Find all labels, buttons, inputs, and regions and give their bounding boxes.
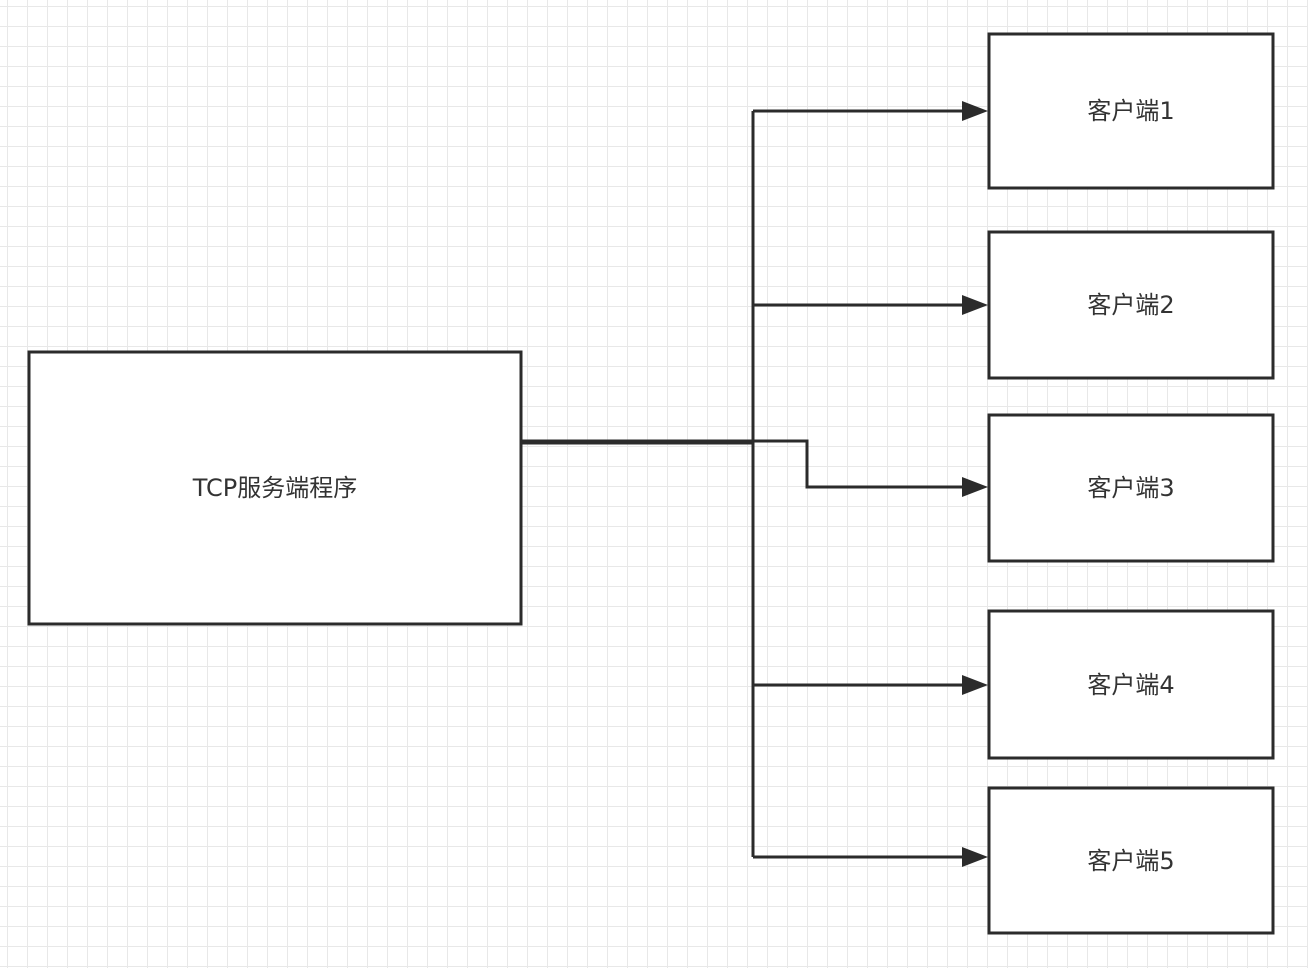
client-node-5[interactable]: 客户端5 <box>987 786 1275 935</box>
arrowhead-client-1 <box>962 101 988 121</box>
client-label-2: 客户端2 <box>1087 291 1174 319</box>
client-box-3[interactable] <box>987 413 1275 563</box>
server-label: TCP服务端程序 <box>192 474 357 502</box>
arrowhead-client-5 <box>962 847 988 867</box>
client-node-1[interactable]: 客户端1 <box>987 32 1275 190</box>
arrowhead-client-2 <box>962 295 988 315</box>
server-box[interactable] <box>27 350 523 626</box>
client-box-4[interactable] <box>987 609 1275 760</box>
client-node-2[interactable]: 客户端2 <box>987 230 1275 380</box>
client-node-4[interactable]: 客户端4 <box>987 609 1275 760</box>
client-label-3: 客户端3 <box>1087 474 1174 502</box>
client-label-1: 客户端1 <box>1087 97 1174 125</box>
arrowhead-client-4 <box>962 675 988 695</box>
server-node[interactable]: TCP服务端程序 <box>27 350 523 626</box>
client-box-5[interactable] <box>987 786 1275 935</box>
connectors <box>522 101 988 867</box>
client-label-5: 客户端5 <box>1087 847 1174 875</box>
client-label-4: 客户端4 <box>1087 671 1174 699</box>
client-box-1[interactable] <box>987 32 1275 190</box>
connector-client-3 <box>522 439 968 489</box>
client-box-2[interactable] <box>987 230 1275 380</box>
arrowhead-client-3 <box>962 477 988 497</box>
client-node-3[interactable]: 客户端3 <box>987 413 1275 563</box>
